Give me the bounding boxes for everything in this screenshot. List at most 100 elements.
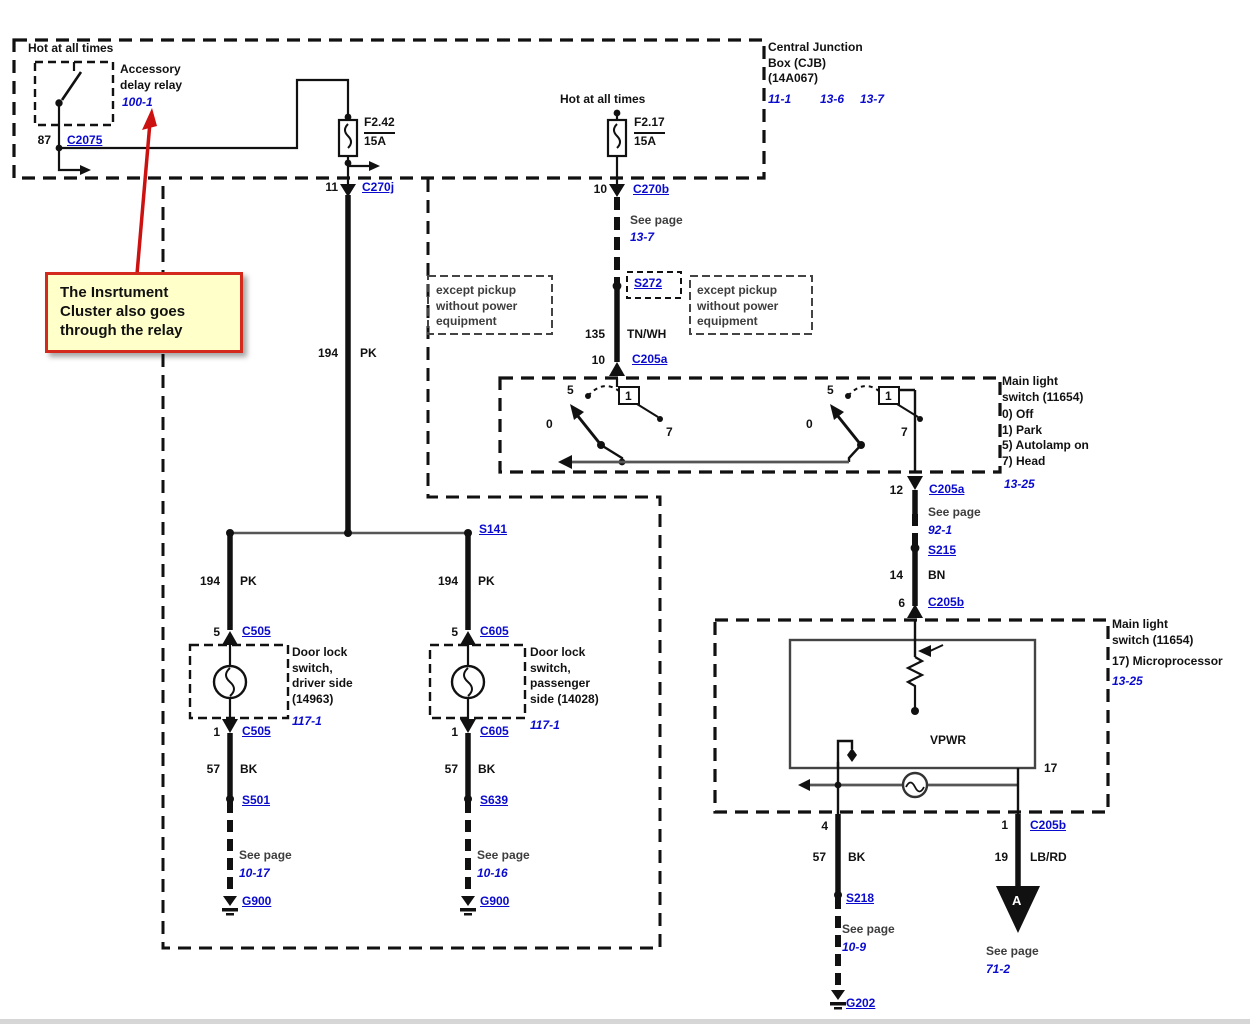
c205a-up-arrow-icon	[609, 362, 625, 376]
annotation-callout: The Insrtument Cluster also goes through…	[45, 272, 243, 354]
switch-pos-5-right: 5	[827, 383, 834, 397]
page-10-9-link[interactable]: 10-9	[842, 940, 867, 954]
page-10-17-link[interactable]: 10-17	[239, 866, 270, 880]
page-71-2-link[interactable]: 71-2	[986, 962, 1011, 976]
main-light-switch-micro-outline	[713, 618, 1110, 814]
relay-symbol	[55, 62, 83, 107]
connector-c2075-link[interactable]: C2075	[67, 133, 103, 147]
pin-5-b: 5	[451, 625, 458, 639]
see-page-s215: See page	[928, 505, 981, 519]
s501-splice-dot	[226, 795, 234, 803]
circuit-57-out: 57	[812, 850, 826, 864]
ground-g900-a-link[interactable]: G900	[242, 894, 272, 908]
page-10-16-link[interactable]: 10-16	[477, 866, 508, 880]
page-92-1-link[interactable]: 92-1	[928, 523, 953, 537]
switch-pos-1-left: 1	[625, 389, 632, 403]
c605-up-arrow-icon	[460, 631, 476, 645]
fuse-amps: 15A	[364, 133, 387, 148]
door-lock-passenger-label: Door lock switch, passenger side (14028)	[530, 645, 599, 706]
mls-page-13-25-link[interactable]: 13-25	[1004, 477, 1035, 491]
connector-c205a-out-link[interactable]: C205a	[929, 482, 965, 496]
rotary-switch-left	[570, 378, 663, 466]
wire-color-tnwh: TN/WH	[627, 327, 667, 341]
door-lock-driver-outline	[188, 643, 290, 720]
relay-box-outline	[33, 60, 115, 127]
c205b-up-arrow-icon	[907, 604, 923, 618]
connector-arrow-icons	[222, 184, 923, 733]
splice-s215-link[interactable]: S215	[928, 543, 957, 557]
door-lock-driver-icon	[212, 664, 248, 700]
splice-s272-link[interactable]: S272	[634, 276, 663, 290]
splice-s141-link[interactable]: S141	[479, 522, 508, 536]
resistor-icon	[905, 656, 925, 709]
connector-c605-bot-link[interactable]: C605	[480, 724, 509, 738]
circuit-194-main: 194	[317, 346, 338, 360]
connector-c270j-link[interactable]: C270j	[362, 180, 395, 194]
mls2-page-13-25-link[interactable]: 13-25	[1112, 674, 1143, 688]
relay-page-link[interactable]: 100-1	[122, 95, 153, 109]
s215-splice-dot	[910, 543, 920, 553]
page-117-1-a-link[interactable]: 117-1	[292, 714, 322, 728]
s639-splice-dot	[464, 795, 472, 803]
see-page-b-col: See page	[477, 848, 530, 862]
page-13-7-link[interactable]: 13-7	[630, 230, 655, 244]
page-117-1-b-link[interactable]: 117-1	[530, 718, 560, 732]
see-page-s218: See page	[842, 922, 895, 936]
relay-feed-wires	[57, 78, 369, 188]
ground-g202-link[interactable]: G202	[846, 996, 876, 1010]
wire-color-bk-out: BK	[848, 850, 866, 864]
switch-pos-7-left: 7	[666, 425, 673, 439]
bus-left-arrow-icon	[558, 455, 572, 469]
see-page-c270b: See page	[630, 213, 683, 227]
splice-s639-link[interactable]: S639	[480, 793, 509, 807]
main-light-switch-outline	[498, 376, 1002, 474]
cjb-page-11-1-link[interactable]: 11-1	[768, 92, 792, 106]
switch-pos-0-left: 0	[546, 417, 553, 431]
connector-c505-bot-link[interactable]: C505	[242, 724, 271, 738]
fuse-f242-icon	[337, 118, 359, 158]
relay-pin-87: 87	[37, 133, 51, 147]
cjb-title: Central Junction Box (CJB) (14A067)	[768, 40, 863, 86]
circuit-57-a: 57	[206, 762, 220, 776]
wire-color-pk-b: PK	[478, 574, 495, 588]
splice-s501-link[interactable]: S501	[242, 793, 271, 807]
connector-c605-top-link[interactable]: C605	[480, 624, 509, 638]
vpwr-left-arrow-icon	[798, 779, 810, 791]
vpwr-label: VPWR	[930, 733, 966, 747]
door-lock-driver-label: Door lock switch, driver side (14963)	[292, 645, 353, 706]
connector-c270b-link[interactable]: C270b	[633, 182, 670, 196]
pin-1-a: 1	[213, 725, 220, 739]
branch-right-arrow-icon	[80, 165, 91, 175]
pin-12: 12	[889, 483, 903, 497]
cjb-page-13-6-link[interactable]: 13-6	[820, 92, 845, 106]
g900-passenger-ground-icon	[460, 896, 476, 916]
circuit-194-b: 194	[437, 574, 458, 588]
switch-pos-5-left: 5	[567, 383, 574, 397]
connector-c205b-out-link[interactable]: C205b	[1030, 818, 1067, 832]
hot-at-all-times-mid: Hot at all times	[560, 92, 646, 106]
connector-c205a-link[interactable]: C205a	[632, 352, 668, 366]
pin-1-b: 1	[451, 725, 458, 739]
g900-driver-ground-icon	[222, 896, 238, 916]
continuation-a-icon	[996, 886, 1040, 933]
ground-g900-b-link[interactable]: G900	[480, 894, 510, 908]
circuit-57-b: 57	[444, 762, 458, 776]
enclosure-boxes	[12, 38, 1110, 950]
switch-pos-7-right: 7	[901, 425, 908, 439]
c270j-down-arrow-icon	[340, 184, 356, 197]
mls2-title: Main light switch (11654)	[1112, 617, 1194, 647]
connector-c205b-link[interactable]: C205b	[928, 595, 965, 609]
except-pickup-left-note: except pickup without power equipment	[436, 283, 518, 329]
ground-icons	[222, 896, 846, 1010]
cjb-page-13-7-link[interactable]: 13-7	[860, 92, 885, 106]
fuse-name: F2.17	[634, 115, 665, 134]
splice-s218-link[interactable]: S218	[846, 891, 875, 905]
wire-color-bk-b: BK	[478, 762, 496, 776]
fuse-f217-icon	[606, 109, 628, 186]
circuit-19: 19	[994, 850, 1008, 864]
connector-c505-top-link[interactable]: C505	[242, 624, 271, 638]
except-pickup-right-note: except pickup without power equipment	[697, 283, 779, 329]
